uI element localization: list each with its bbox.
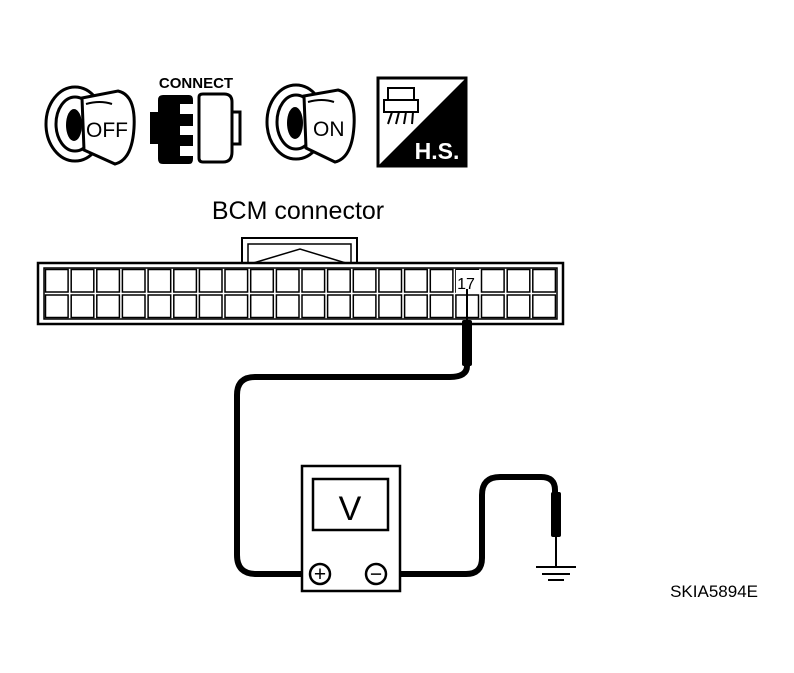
connector-terminal-cell	[352, 294, 377, 319]
connector-terminal-cell	[532, 268, 557, 293]
negative-lead-wire	[373, 474, 558, 577]
connector-terminal-cell	[147, 294, 172, 319]
connector-terminal-cell	[173, 294, 198, 319]
connector-terminal-cell	[44, 294, 69, 319]
connector-terminal-cell	[198, 268, 223, 293]
connector-terminal-cell	[224, 268, 249, 293]
terminal-17-cell	[456, 270, 480, 293]
voltmeter: V + −	[300, 464, 402, 593]
connector-terminal-cell	[249, 294, 275, 319]
connector-terminal-cell	[198, 294, 223, 319]
connector-terminal-cell	[429, 294, 454, 319]
connector-terminal-cell	[301, 268, 326, 293]
ignition-off-label: OFF	[86, 119, 128, 142]
ignition-on-label: ON	[313, 118, 345, 141]
connector-terminal-cell	[506, 268, 531, 293]
positive-probe	[462, 289, 472, 366]
connector-terminal-cell	[532, 294, 557, 319]
connector-terminal-cell	[70, 268, 95, 293]
connector-terminal-cell	[224, 294, 249, 319]
figure-id: SKIA5894E	[670, 582, 758, 601]
negative-probe	[551, 492, 561, 567]
harness-sign-label: H.S.	[415, 138, 460, 164]
connector-terminal-cell	[121, 294, 146, 319]
connector-terminal-cell	[352, 268, 377, 293]
harness-connector-icon	[383, 87, 419, 125]
connector-terminal-cell	[326, 268, 351, 293]
connector-terminal-grid	[44, 268, 557, 319]
connector-terminal-cell	[378, 294, 403, 319]
connector-title: BCM connector	[212, 197, 384, 225]
connector-terminal-cell	[249, 268, 275, 293]
connector-terminal-cell	[480, 268, 505, 293]
positive-symbol: +	[314, 563, 326, 586]
connector-terminal-cell	[326, 294, 351, 319]
terminal-label: 17	[457, 276, 475, 293]
negative-terminal: −	[364, 562, 388, 586]
connector-terminal-cell	[96, 268, 121, 293]
positive-lead-wire	[234, 363, 470, 577]
bcm-connector: 17	[36, 237, 565, 326]
connector-terminal-cell	[44, 268, 69, 293]
meter-unit: V	[339, 490, 362, 528]
ignition-on-icon: ON	[265, 83, 356, 164]
connector-terminal-cell	[275, 294, 300, 319]
connector-terminal-cell	[506, 294, 531, 319]
connector-terminal-cell	[96, 294, 121, 319]
connect-label: CONNECT	[159, 75, 233, 92]
connector-terminal-cell	[275, 268, 300, 293]
ignition-off-icon: OFF	[44, 85, 136, 166]
connector-terminal-cell	[147, 268, 172, 293]
connector-terminal-cell	[403, 268, 428, 293]
connector-terminal-cell	[480, 294, 505, 319]
connector-terminal-cell	[121, 268, 146, 293]
connector-terminal-cell	[403, 294, 428, 319]
connector-terminal-cell	[70, 294, 95, 319]
meter-display	[311, 477, 390, 532]
positive-terminal: +	[308, 562, 332, 586]
connect-icon: CONNECT	[150, 75, 242, 164]
connector-terminal-cell	[429, 268, 454, 293]
harness-sign-icon: H.S.	[376, 76, 468, 168]
ground-symbol-icon	[536, 566, 576, 581]
negative-symbol: −	[370, 563, 382, 586]
connector-terminal-cell	[378, 268, 403, 293]
connector-terminal-cell	[301, 294, 326, 319]
connector-terminal-cell	[173, 268, 198, 293]
